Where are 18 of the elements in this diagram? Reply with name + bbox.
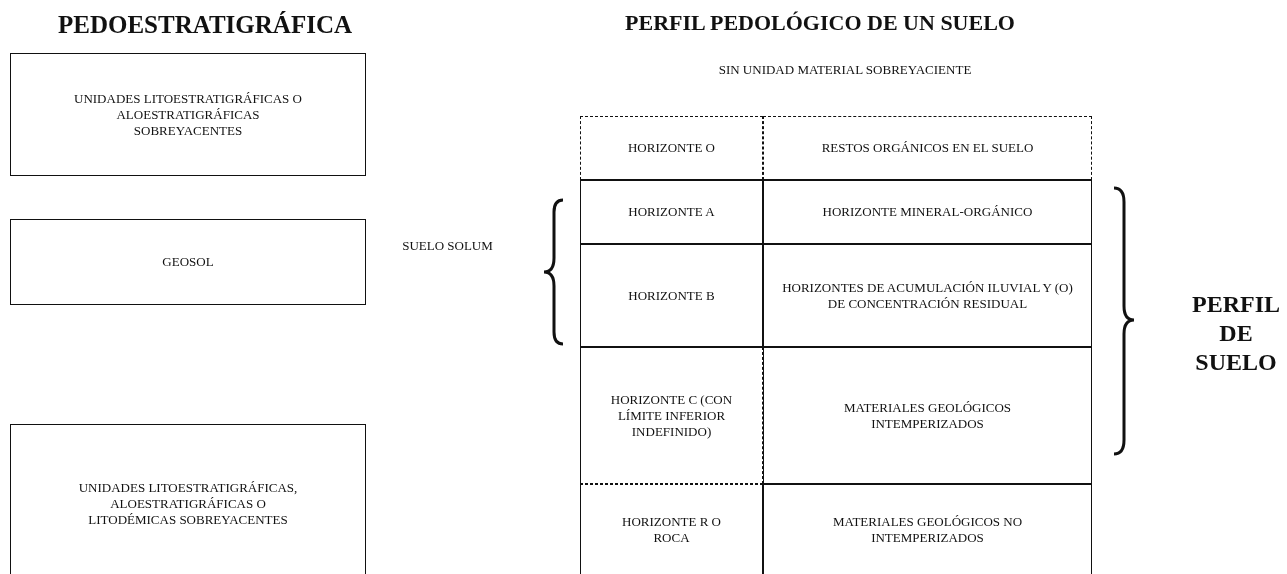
table-note: SIN UNIDAD MATERIAL SOBREYACIENTE bbox=[717, 62, 973, 78]
brace-label: PERFIL DE SUELO bbox=[1191, 290, 1281, 377]
table-cell: HORIZONTES DE ACUMULACIÓN ILUVIAL Y (O) DE CONCENTRACIÓN RESIDUAL bbox=[763, 244, 1092, 347]
section-heading: PERFIL PEDOLÓGICO DE UN SUELO bbox=[624, 10, 1016, 37]
table-cell: HORIZONTE A bbox=[580, 180, 763, 244]
unit-box: UNIDADES LITOESTRATIGRÁFICAS, ALOESTRATIGRÁFICAS O LITODÉMICAS SOBREYACENTES bbox=[10, 424, 366, 574]
table-cell: MATERIALES GEOLÓGICOS NO INTEMPERIZADOS bbox=[763, 484, 1092, 574]
unit-box: GEOSOL bbox=[10, 219, 366, 305]
table-cell: HORIZONTE MINERAL-ORGÁNICO bbox=[763, 180, 1092, 244]
table-cell: HORIZONTE R O ROCA bbox=[580, 484, 763, 574]
unit-box: UNIDADES LITOESTRATIGRÁFICAS O ALOESTRATIGRÁFICAS SOBREYACENTES bbox=[10, 53, 366, 176]
section-heading: PEDOESTRATIGRÁFICA bbox=[57, 10, 353, 40]
table-cell: HORIZONTE O bbox=[580, 116, 763, 180]
table-cell: HORIZONTE B bbox=[580, 244, 763, 347]
table-cell: HORIZONTE C (CON LÍMITE INFERIOR INDEFINIDO) bbox=[580, 347, 763, 484]
brace-label: SUELO SOLUM bbox=[401, 238, 494, 254]
table-cell: RESTOS ORGÁNICOS EN EL SUELO bbox=[763, 116, 1092, 180]
table-cell: MATERIALES GEOLÓGICOS INTEMPERIZADOS bbox=[763, 347, 1092, 484]
